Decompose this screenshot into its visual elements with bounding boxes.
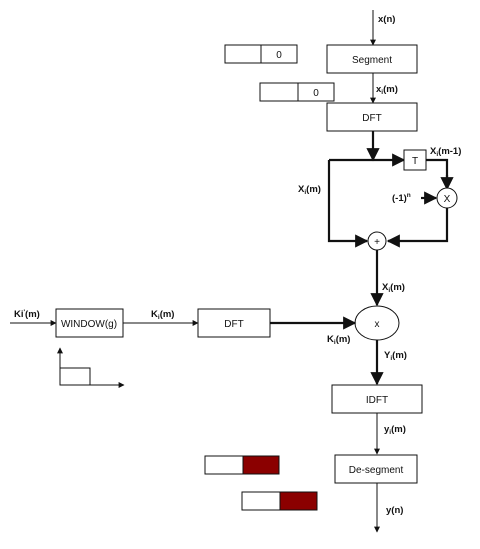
delay-label: T [412,156,418,167]
buffer-bottom-2-filled [279,491,318,511]
buffer-top-1-value: 0 [276,50,282,61]
dft-left-block: DFT [197,308,271,338]
input-label: x(n) [378,14,395,25]
buffer-top-1: 0 [224,44,298,64]
xi-left-label: Xi(m) [298,184,321,196]
dft-top-block: DFT [326,102,418,132]
desegment-label: De-segment [349,465,404,476]
adder: + [367,231,387,251]
buffer-bottom-2 [241,491,318,511]
yi-m-upper-label: Yi(m) [384,350,407,362]
delay-block: T [403,149,427,171]
left-branch-line [327,160,367,243]
output-label: y(n) [386,505,403,516]
sign-multiplier: X [436,187,458,209]
xi-m-label: xi(m) [376,84,398,96]
xi-m1-label: Xi(m-1) [430,146,461,158]
yi-m-lower-label: yi(m) [384,424,406,436]
window-label: WINDOW(g) [61,319,117,330]
segment-label: Segment [352,55,392,66]
xi-mid-label: Xi(m) [382,282,405,294]
neg-one-pow-label: (-1)n [392,192,411,204]
buffer-bottom-1 [204,455,280,475]
dft-left-label: DFT [224,319,243,330]
buffer-top-2: 0 [259,82,335,102]
buffer-top-2-value: 0 [313,88,319,99]
main-multiplier-label: x [375,319,380,330]
idft-block: IDFT [331,384,423,414]
buffer-bottom-1-filled [242,455,280,475]
sign-multiplier-label: X [444,194,451,205]
idft-label: IDFT [366,395,388,406]
segment-block: Segment [326,44,418,74]
mult-to-adder-line [388,208,449,243]
window-shape-icon [57,347,125,388]
desegment-block: De-segment [334,454,418,484]
delay-to-mult-line [426,158,449,188]
main-multiplier: x [354,305,400,341]
ki-prime-label: Ki'(m) [14,309,40,320]
adder-label: + [374,237,380,248]
window-block: WINDOW(g) [55,308,124,338]
ki-win-label: Ki(m) [151,309,174,321]
dft-top-label: DFT [362,113,381,124]
ki-dft-label: Ki(m) [327,334,350,346]
